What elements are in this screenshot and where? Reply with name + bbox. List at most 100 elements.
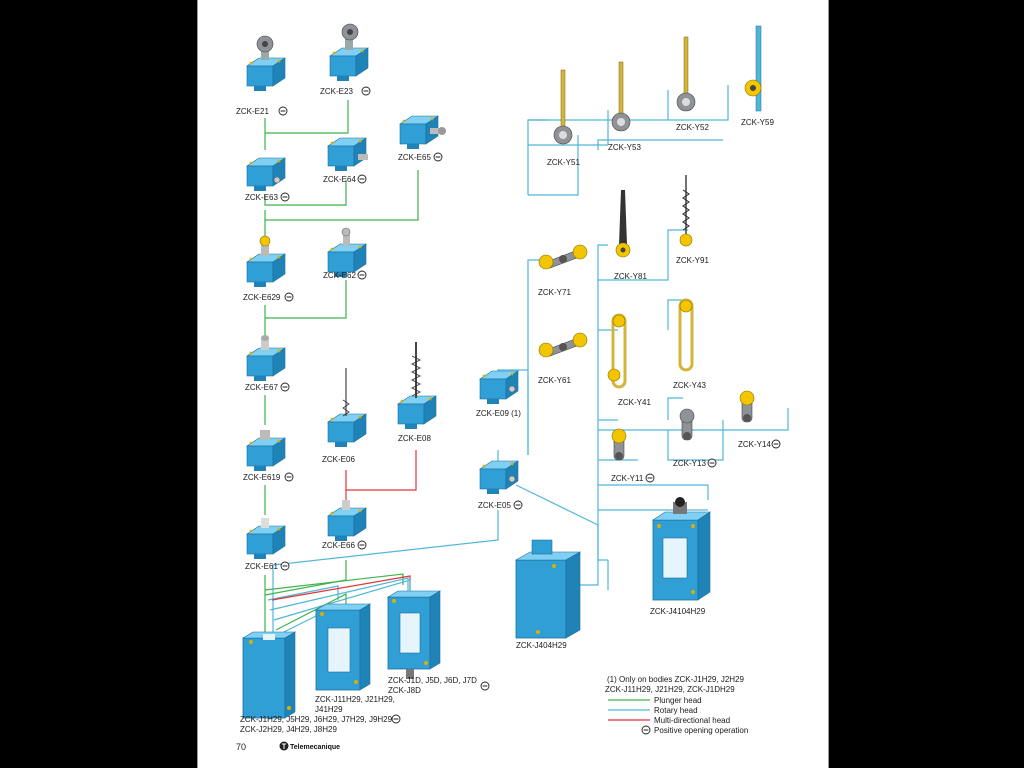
label-zck-j11h29-line2: J41H29 <box>315 705 343 714</box>
label-zck-e619: ZCK-E619 <box>243 473 281 482</box>
label-zck-e21: ZCK-E21 <box>236 107 269 116</box>
label-zck-e09: ZCK-E09 (1) <box>476 409 521 418</box>
label-zck-e23: ZCK-E23 <box>320 87 353 96</box>
lever-zck-y59[interactable] <box>744 25 762 112</box>
label-zck-y11: ZCK-Y11 <box>611 474 644 483</box>
legend-plunger-label: Plunger head <box>654 696 702 705</box>
lever-zck-y14[interactable] <box>739 390 755 423</box>
head-zck-e06[interactable] <box>327 368 367 448</box>
head-zck-e63[interactable] <box>246 157 286 192</box>
label-zck-e05: ZCK-E05 <box>478 501 511 510</box>
body-zck-j404h29[interactable] <box>514 539 582 639</box>
label-zck-j1h29-line1: ZCK-J1H29, J5H29, J6H29, J7H29, J9H29 <box>240 715 393 724</box>
positive-opening-icon <box>284 472 294 482</box>
product-diagram: ZCK-E21 ZCK-E23 ZCK-E63 ZCK-E64 ZCK-E65 … <box>236 23 789 752</box>
positive-opening-icon <box>361 86 371 96</box>
positive-opening-icon <box>771 439 781 449</box>
positive-opening-icon <box>513 500 523 510</box>
brand-name: Telemecanique <box>290 744 340 751</box>
positive-opening-icon <box>357 270 367 280</box>
positive-opening-icon <box>280 382 290 392</box>
body-zck-j4104h29[interactable] <box>652 497 711 601</box>
label-zck-j1h29-line2: ZCK-J2H29, J4H29, J8H29 <box>240 725 337 734</box>
lever-zck-y81[interactable] <box>615 190 631 258</box>
lever-zck-y51[interactable] <box>553 69 573 145</box>
brand-logo: Telemecanique <box>279 741 340 751</box>
positive-opening-icon <box>707 458 717 468</box>
body-zck-j11h29[interactable] <box>314 603 372 691</box>
head-zck-e21[interactable] <box>246 35 286 92</box>
lever-zck-y52[interactable] <box>676 36 696 112</box>
label-zck-j1d-line2: ZCK-J8D <box>388 686 421 695</box>
plunger-head-lines <box>264 100 419 635</box>
legend-multi-label: Multi-directional head <box>654 716 730 725</box>
head-zck-e61[interactable] <box>246 518 286 560</box>
label-zck-e63: ZCK-E63 <box>245 193 278 202</box>
label-zck-y71: ZCK-Y71 <box>538 288 571 297</box>
head-zck-e65[interactable] <box>399 115 446 150</box>
positive-opening-icon <box>357 174 367 184</box>
head-zck-e66[interactable] <box>327 500 367 542</box>
positive-opening-icon <box>280 192 290 202</box>
lever-zck-y53[interactable] <box>611 61 631 132</box>
positive-opening-icon <box>391 714 401 724</box>
label-zck-j404h29: ZCK-J404H29 <box>516 641 567 650</box>
label-zck-y14: ZCK-Y14 <box>738 440 771 449</box>
label-zck-y91: ZCK-Y91 <box>676 256 709 265</box>
legend: (1) Only on bodies ZCK-J1H29, J2H29 ZCK-… <box>605 675 748 735</box>
label-zck-e64: ZCK-E64 <box>323 175 356 184</box>
body-zck-j1h29[interactable] <box>241 631 297 719</box>
positive-opening-icon <box>641 725 651 735</box>
label-zck-y43: ZCK-Y43 <box>673 381 706 390</box>
label-zck-y51: ZCK-Y51 <box>547 158 580 167</box>
positive-opening-icon <box>433 152 443 162</box>
legend-note-line1: (1) Only on bodies ZCK-J1H29, J2H29 <box>607 675 745 684</box>
head-zck-e64[interactable] <box>327 137 368 172</box>
head-zck-e08[interactable] <box>397 342 437 430</box>
legend-note-line2: ZCK-J11H29, J21H29, ZCK-J1DH29 <box>605 685 735 694</box>
label-zck-y13: ZCK-Y13 <box>673 459 706 468</box>
head-zck-e62[interactable] <box>327 227 367 278</box>
lever-zck-y91[interactable] <box>679 175 693 247</box>
positive-opening-icon <box>357 540 367 550</box>
head-zck-e629[interactable] <box>246 235 286 288</box>
label-zck-e06: ZCK-E06 <box>322 455 355 464</box>
label-zck-e66: ZCK-E66 <box>322 541 355 550</box>
label-zck-y53: ZCK-Y53 <box>608 143 641 152</box>
head-zck-e09[interactable] <box>479 370 519 405</box>
head-zck-e23[interactable] <box>329 23 369 82</box>
label-zck-j1d-line1: ZCK-J1D, J5D, J6D, J7D <box>388 676 477 685</box>
label-zck-e629: ZCK-E629 <box>243 293 281 302</box>
label-zck-e61: ZCK-E61 <box>245 562 278 571</box>
head-zck-e05[interactable] <box>479 460 519 495</box>
page-number: 70 <box>236 742 246 752</box>
label-zck-y61: ZCK-Y61 <box>538 376 571 385</box>
positive-opening-icon <box>280 561 290 571</box>
catalog-page: ZCK-E21 ZCK-E23 ZCK-E63 ZCK-E64 ZCK-E65 … <box>197 0 829 768</box>
label-zck-j4104h29: ZCK-J4104H29 <box>650 607 706 616</box>
positive-opening-icon <box>284 292 294 302</box>
lever-zck-y13[interactable] <box>679 408 695 441</box>
positive-opening-icon <box>645 473 655 483</box>
lever-zck-y61[interactable] <box>538 332 588 358</box>
lever-zck-y71[interactable] <box>538 244 588 270</box>
label-zck-e08: ZCK-E08 <box>398 434 431 443</box>
multi-directional-lines <box>345 450 417 505</box>
body-zck-j1d[interactable] <box>386 590 442 679</box>
label-zck-e67: ZCK-E67 <box>245 383 278 392</box>
positive-opening-icon <box>278 106 288 116</box>
legend-positive-label: Positive opening operation <box>654 726 748 735</box>
label-zck-j11h29-line1: ZCK-J11H29, J21H29, <box>315 695 395 704</box>
label-zck-e62: ZCK-E62 <box>323 271 356 280</box>
legend-rotary-label: Rotary head <box>654 706 698 715</box>
lever-zck-y41[interactable] <box>607 313 627 389</box>
label-zck-e65: ZCK-E65 <box>398 153 431 162</box>
rotary-head-lines <box>272 85 789 635</box>
label-zck-y41: ZCK-Y41 <box>618 398 651 407</box>
positive-opening-icon <box>480 681 490 691</box>
head-zck-e619[interactable] <box>246 430 286 472</box>
head-zck-e67[interactable] <box>246 335 286 382</box>
lever-zck-y11[interactable] <box>611 428 627 461</box>
label-zck-y59: ZCK-Y59 <box>741 118 774 127</box>
lever-zck-y43[interactable] <box>678 298 694 372</box>
